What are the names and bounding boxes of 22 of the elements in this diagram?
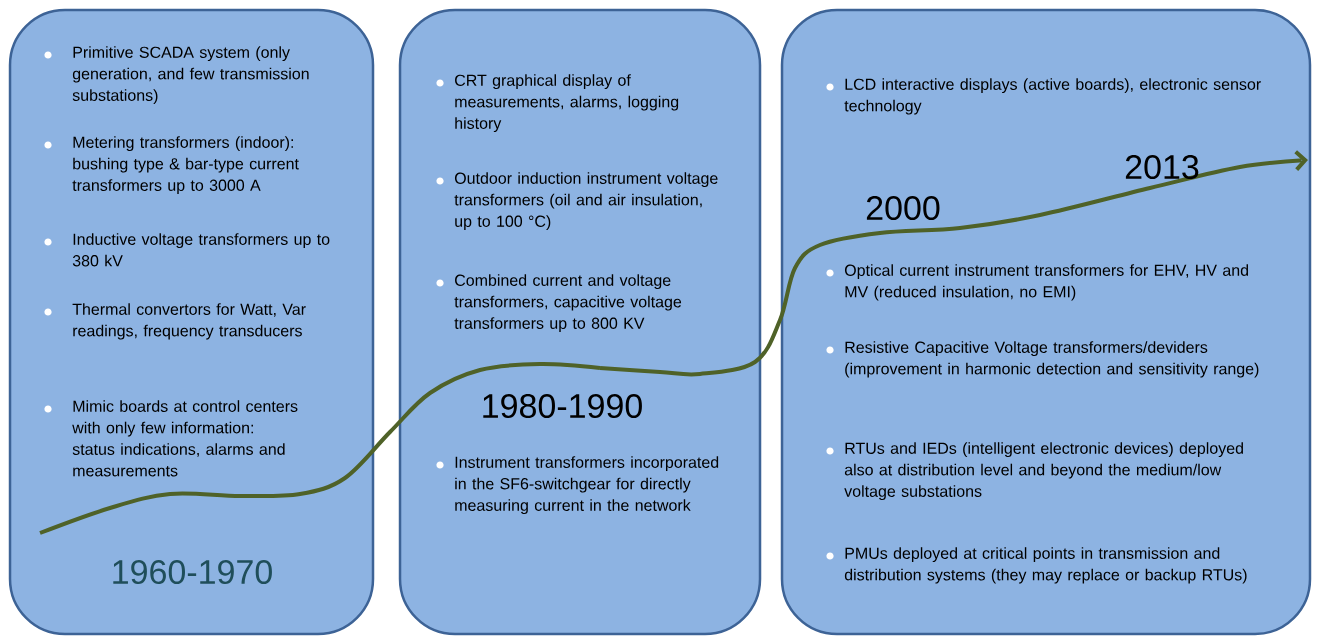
list-item: Inductive voltage transformers up to 380 kV [44, 233, 330, 267]
year-label: 1960-1970 [113, 559, 272, 585]
year-label: 2000 [866, 195, 940, 221]
year-label: 2013 [1125, 154, 1199, 180]
list-item: Combined current and voltage transformers, capacitive voltage transformers up to 800 KV [436, 274, 682, 333]
list-item: LCD interactive displays (active boards), electronic sensor technology [826, 78, 1261, 115]
list-item: Primitive SCADA system (only generation, and few transmission substations) [44, 46, 309, 105]
list-item: CRT graphical display of measurements, alarms, logging history [436, 74, 679, 133]
list-item: Instrument transformers incorporated in the SF6-switchgear for directly measuring current in the network [436, 456, 719, 515]
list-item: Outdoor induction instrument voltage transformers (oil and air insulation, up to 100 °C) [436, 172, 718, 231]
period-panel [398, 8, 762, 636]
period-panel [780, 8, 1312, 636]
list-item: PMUs deployed at critical points in transmission and distribution systems (they may replace or backup RTUs) [826, 547, 1247, 584]
list-item: Resistive Capacitive Voltage transformers/deviders (improvement in harmonic detection and sensitivity range) [826, 341, 1259, 378]
year-label: 1980-1990 [483, 393, 642, 419]
list-item: RTUs and IEDs (intelligent electronic devices) deployed also at distribution level and beyond the medium/low voltage substations [826, 442, 1243, 501]
list-item: Metering transformers (indoor): bushing type & bar-type current transformers up to 3000 A [44, 136, 299, 195]
list-item: Thermal convertors for Watt, Var readings, frequency transducers [44, 303, 306, 340]
list-item: Mimic boards at control centers with only few information: status indications, alarms and measurements [44, 400, 298, 477]
timeline-arrow [599, 150, 1308, 377]
period-panel [8, 8, 375, 636]
list-item: Optical current instrument transformers for EHV, HV and MV (reduced insulation, no EMI) [826, 264, 1248, 301]
